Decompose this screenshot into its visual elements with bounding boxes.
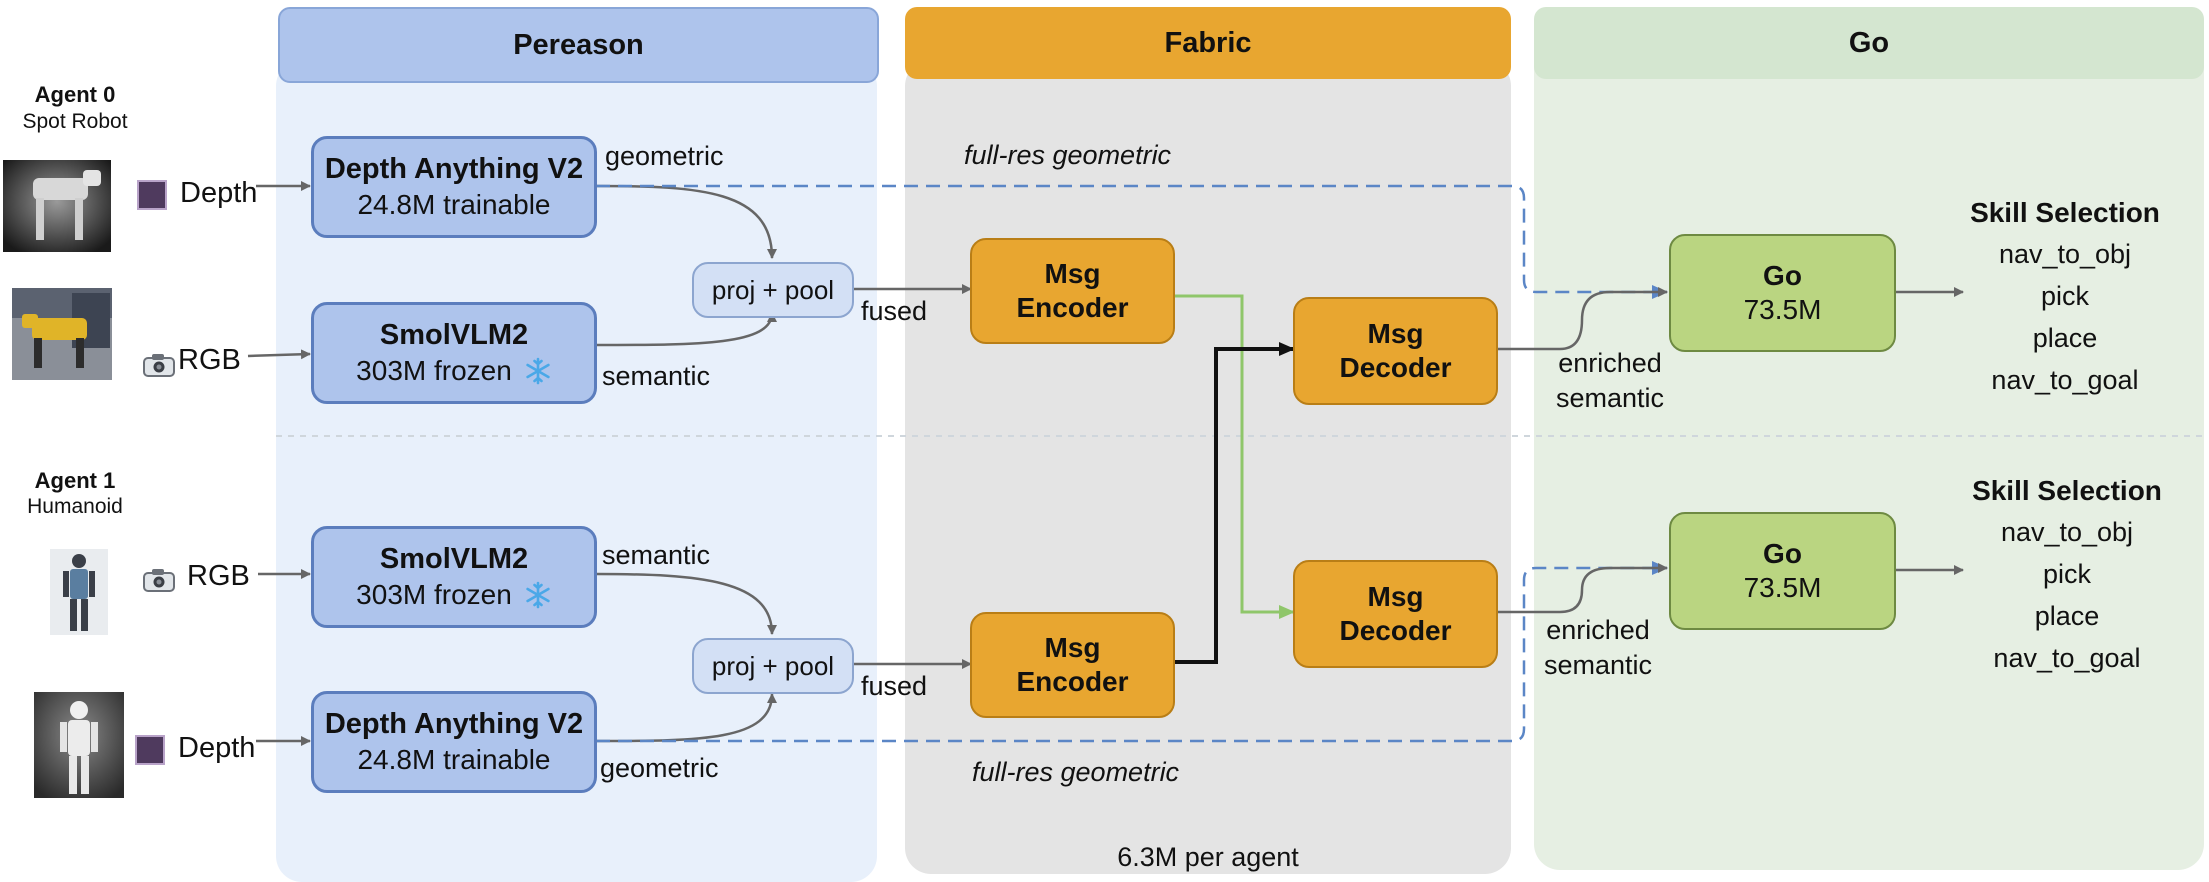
agent0-depth-model: Depth Anything V2 24.8M trainable xyxy=(311,136,597,238)
fabric-panel xyxy=(905,60,1511,874)
agent0-vlm-model-subtitle: 303M frozen xyxy=(356,354,512,386)
agent1-vlm-model-title: SmolVLM2 xyxy=(379,543,529,576)
agent1-fused-label: fused xyxy=(861,671,928,701)
agent1-msg-encoder-line2: Encoder xyxy=(1016,666,1129,697)
agent0-vlm-model-row: 303M frozen xyxy=(356,354,552,388)
agent0-msg-encoder-line2: Encoder xyxy=(1016,292,1129,323)
agent1-semantic-label: semantic xyxy=(602,540,711,570)
agent1-depth-input-label: Depth xyxy=(178,732,256,764)
agent1-enriched-to-go xyxy=(1497,563,1668,614)
agent1-name: Agent 1 xyxy=(34,468,116,493)
agent0-msg-decoder-line2: Decoder xyxy=(1339,352,1452,383)
agent1-geometric-label: geometric xyxy=(600,753,719,783)
agent0-rgb-thumbnail xyxy=(12,288,112,380)
agent0-semantic-label: semantic xyxy=(602,361,711,391)
agent0-type: Spot Robot xyxy=(22,110,128,133)
agent0-go-params: 73.5M xyxy=(1743,294,1822,325)
agent1-full-res-label: full-res geometric xyxy=(972,757,1180,787)
agent0-enriched-label: enriched semantic xyxy=(1540,346,1680,416)
agent0-depth-model-title: Depth Anything V2 xyxy=(324,153,584,186)
agent0-fused-label: fused xyxy=(861,296,928,326)
agent0-depth-thumbnail xyxy=(3,160,111,252)
agent0-skill-item: nav_to_obj xyxy=(1998,239,2132,270)
agent1-depth-thumbnail xyxy=(34,692,124,798)
agent1-enriched-line2: semantic xyxy=(1543,650,1653,681)
agent0-fullres-line xyxy=(596,184,1668,299)
msg-agent0-to-agent1 xyxy=(1173,294,1295,619)
agent0-semantic-to-pool xyxy=(595,312,777,347)
agent1-skill-title: Skill Selection xyxy=(1972,475,2162,506)
agent0-skill-item: nav_to_goal xyxy=(1991,364,2139,395)
agent0-skill-item: place xyxy=(2032,323,2098,354)
agent1-msg-decoder: Msg Decoder xyxy=(1293,560,1498,668)
agent1-semantic-to-pool xyxy=(595,572,777,635)
snowflake-icon xyxy=(526,581,550,608)
fabric-panel-title: Fabric xyxy=(905,7,1511,79)
agent1-proj-pool: proj + pool xyxy=(692,638,854,694)
depth-square-icon xyxy=(135,735,165,765)
go-panel xyxy=(1534,8,2204,870)
agent1-skill-item: place xyxy=(2034,601,2100,632)
agent1-skill-item: nav_to_obj xyxy=(2000,517,2134,548)
agent0-msg-decoder-line1: Msg xyxy=(1367,317,1424,349)
agent1-depth-model-subtitle: 24.8M trainable xyxy=(357,743,551,775)
agent0-go-box: Go 73.5M xyxy=(1669,234,1896,352)
agent0-depth-input-label: Depth xyxy=(180,177,258,209)
agent1-vlm-model-subtitle: 303M frozen xyxy=(356,578,512,610)
agent0-depth-model-subtitle: 24.8M trainable xyxy=(357,188,551,220)
agent0-go-title: Go xyxy=(1763,259,1802,291)
agent1-rgb-input-label: RGB xyxy=(187,560,250,592)
agent0-vlm-model: SmolVLM2 303M frozen xyxy=(311,302,597,404)
agent1-go-title: Go xyxy=(1763,537,1802,569)
depth-square-icon xyxy=(137,180,167,210)
agent0-skill-selection: Skill Selection nav_to_obj pick place na… xyxy=(1950,191,2180,402)
agent1-skill-item: pick xyxy=(2042,559,2091,590)
agent0-skill-item: pick xyxy=(2040,281,2089,312)
agent1-enriched-line1: enriched xyxy=(1546,615,1650,645)
agent0-name: Agent 0 xyxy=(34,82,116,107)
agent1-rgb-thumbnail xyxy=(50,549,108,635)
agent0-rgb-input-label: RGB xyxy=(178,344,241,376)
agent0-full-res-label: full-res geometric xyxy=(964,140,1172,170)
camera-icon xyxy=(143,569,175,592)
agent0-enriched-line2: semantic xyxy=(1555,383,1665,414)
agent1-go-params: 73.5M xyxy=(1743,572,1822,603)
agent0-rgb-arrow xyxy=(247,349,311,360)
fabric-footer: 6.3M per agent xyxy=(1117,842,1299,872)
agent0-enriched-line1: enriched xyxy=(1558,348,1662,378)
agent0-msg-decoder: Msg Decoder xyxy=(1293,297,1498,405)
agent0-geometric-label: geometric xyxy=(605,141,724,171)
agent1-enriched-label: enriched semantic xyxy=(1528,613,1668,683)
agent0-msg-encoder: Msg Encoder xyxy=(970,238,1175,344)
go-panel-title: Go xyxy=(1534,7,2204,79)
agent1-vlm-model-row: 303M frozen xyxy=(356,578,552,612)
snowflake-icon xyxy=(526,357,550,384)
agent1-depth-model: Depth Anything V2 24.8M trainable xyxy=(311,691,597,793)
agent0-geometric-to-pool xyxy=(595,184,777,259)
agent1-go-box: Go 73.5M xyxy=(1669,512,1896,630)
agent1-geometric-to-pool xyxy=(595,693,777,743)
agent1-skill-item: nav_to_goal xyxy=(1993,642,2141,673)
agent0-skill-title: Skill Selection xyxy=(1970,197,2160,228)
agent1-msg-decoder-line2: Decoder xyxy=(1339,615,1452,646)
agent0-msg-encoder-line1: Msg xyxy=(1044,257,1101,289)
camera-icon xyxy=(143,354,175,377)
agent1-depth-model-title: Depth Anything V2 xyxy=(324,708,584,741)
agent1-vlm-model: SmolVLM2 303M frozen xyxy=(311,526,597,628)
agent1-msg-encoder-line1: Msg xyxy=(1044,631,1101,663)
agent1-msg-encoder: Msg Encoder xyxy=(970,612,1175,718)
agent0-proj-pool: proj + pool xyxy=(692,262,854,318)
msg-agent1-to-agent0 xyxy=(1173,342,1295,664)
agent1-msg-decoder-line1: Msg xyxy=(1367,580,1424,612)
agent1-type: Humanoid xyxy=(27,495,123,518)
perception-panel-title: Pereason xyxy=(278,7,879,83)
agent0-enriched-to-go xyxy=(1497,287,1668,351)
agent0-vlm-model-title: SmolVLM2 xyxy=(379,319,529,352)
agent1-skill-selection: Skill Selection nav_to_obj pick place na… xyxy=(1952,469,2182,680)
